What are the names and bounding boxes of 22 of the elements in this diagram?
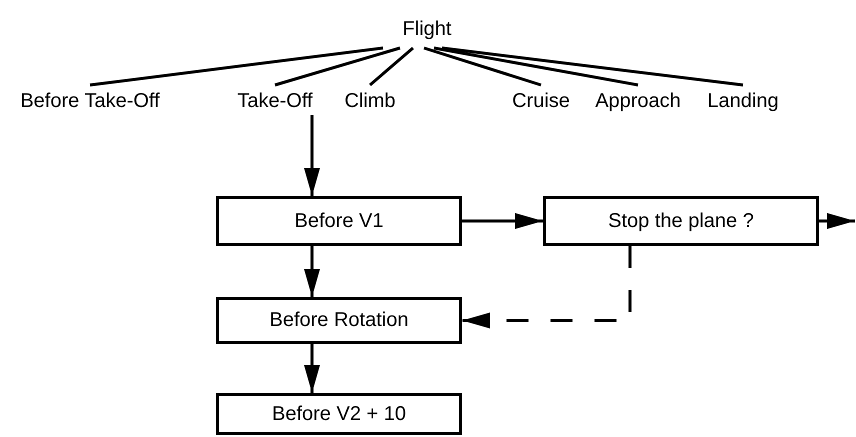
process-box: Before Rotation xyxy=(216,297,462,344)
arrow xyxy=(304,115,320,196)
phase-label: Approach xyxy=(586,87,690,115)
phase-label: Before Take-Off xyxy=(6,87,174,115)
arrow xyxy=(304,344,320,393)
process-box: Before V1 xyxy=(216,196,462,246)
process-box: Before V2 + 10 xyxy=(216,393,462,435)
connector-line xyxy=(90,46,384,86)
phase-label: Take-Off xyxy=(226,87,324,115)
connector-line xyxy=(369,46,414,86)
arrow xyxy=(462,213,543,229)
connector-line xyxy=(434,46,638,86)
process-box: Stop the plane ? xyxy=(543,196,819,246)
arrow xyxy=(819,213,855,229)
phase-label: Landing xyxy=(700,87,786,115)
connector-line xyxy=(442,46,744,86)
connector-line xyxy=(424,46,542,86)
phase-label: Climb xyxy=(338,87,402,115)
phase-label: Cruise xyxy=(508,87,574,115)
arrow xyxy=(304,246,320,297)
phase-label: Flight xyxy=(396,14,458,44)
connector-line xyxy=(274,46,400,86)
